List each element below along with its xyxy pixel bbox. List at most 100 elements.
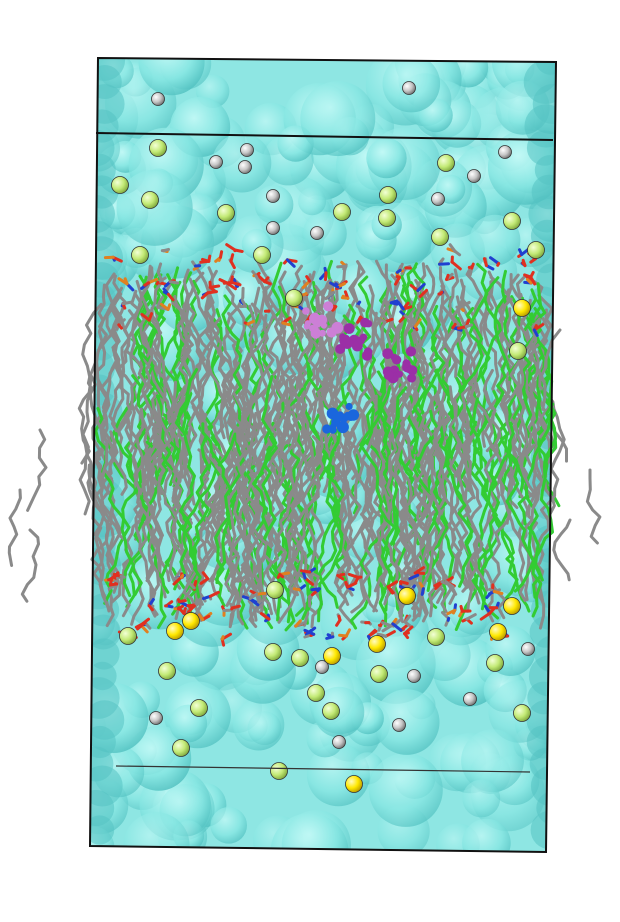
ion-chloride [467,169,481,183]
lipid-headgroup [225,281,237,291]
lipid-headgroup [529,270,535,279]
lipid-tail [224,472,249,630]
ligand-purple [402,359,411,368]
lipid-headgroup [470,262,475,270]
lipid-tail [20,528,40,603]
ligand-pink [323,301,334,312]
lipid-tail [165,437,199,599]
lipid-headgroup [263,280,272,286]
lipid-headgroup [403,614,412,624]
lipid-headgroup [376,632,388,638]
lipid-headgroup [121,300,133,306]
lipid-headgroup [303,628,316,636]
ligand-purple [391,355,402,365]
lipid-headgroup [136,621,147,631]
lipid-tail [201,422,236,585]
lipid-headgroup [300,569,312,574]
lipid-headgroup [248,592,258,600]
ion-chloride [238,160,252,174]
lipid-tail [318,358,348,593]
lipid-headgroup [188,604,196,609]
lipid-tail [274,416,319,608]
ion-chloride [240,143,254,157]
water-surface-blob [462,779,501,818]
ion-sodium [370,665,388,683]
lipid-headgroup [229,259,236,270]
ion-sodium [172,739,190,757]
lipid-headgroup [185,579,196,590]
water-surface-blob [523,60,556,104]
ligand-purple [407,373,417,383]
lipid-headgroup [147,604,154,612]
ligand-blue [347,409,360,421]
lipid-bilayer [7,243,602,647]
lipid-headgroup [302,571,307,580]
lipid-headgroup [391,622,403,632]
ligand-purple [339,335,351,347]
lipid-tail [483,390,527,602]
lipid-tail [99,293,127,463]
water-surface-blob [461,729,524,793]
water-surface-blob [530,810,556,850]
water-surface-blob [368,752,443,827]
lipid-tail [274,386,303,597]
lipid-tail [376,451,391,606]
lipid-tail [173,368,199,591]
lipid-headgroup [488,607,496,615]
lipid-headgroup [526,278,533,285]
water-surface-blob [366,137,407,179]
lipid-headgroup [155,280,160,286]
lipid-headgroup [355,304,366,313]
lipid-headgroup [197,613,205,622]
lipid-tail [451,386,472,589]
water-surface-blob [462,818,511,852]
water-surface-blob [302,211,347,256]
lipid-tail [78,302,103,516]
lipid-headgroup [381,624,393,633]
water-surface-blob [90,638,120,670]
lipid-headgroup [166,292,175,302]
ion-chloride [149,711,163,725]
lipid-tail [412,409,449,583]
lipid-headgroup [420,587,425,596]
lipid-tail [26,428,48,512]
lipid-tail [455,377,498,594]
ion-sodium [427,628,445,646]
lipid-headgroup [241,595,252,601]
lipid-headgroup [208,590,220,598]
ion-sodium [119,627,137,645]
lipid-headgroup [303,576,315,586]
ligand-purple [395,370,403,378]
ion-chloride [266,189,280,203]
lipid-headgroup [281,321,291,327]
ion-sodium [322,702,340,720]
lipid-headgroup [438,262,450,266]
water-surface-blob [530,765,556,807]
lipid-headgroup [220,635,225,641]
ion-sodium [190,699,208,717]
water-surface-blob [138,58,205,96]
lipid-tail [400,281,429,498]
lipid-tail [87,463,131,618]
lipid-headgroup [285,258,296,268]
lipid-tail [150,314,178,473]
ion-sodium [217,204,235,222]
ligand-blue [332,411,343,423]
lipid-headgroup [177,606,186,615]
ion-magnesium [503,597,521,615]
lipid-tail [510,295,561,508]
ion-chloride [266,221,280,235]
ion-sodium [379,186,397,204]
ion-chloride [431,192,445,206]
ligand-purple [383,370,394,381]
lipid-headgroup [367,629,378,638]
ion-sodium [266,581,284,599]
lipid-headgroup [325,635,335,640]
ion-sodium [131,246,149,264]
lipid-headgroup [254,602,264,612]
lipid-headgroup [532,328,539,337]
lipid-headgroup [172,575,183,586]
ion-magnesium [368,635,386,653]
lipid-headgroup [479,611,492,621]
ion-sodium [333,203,351,221]
